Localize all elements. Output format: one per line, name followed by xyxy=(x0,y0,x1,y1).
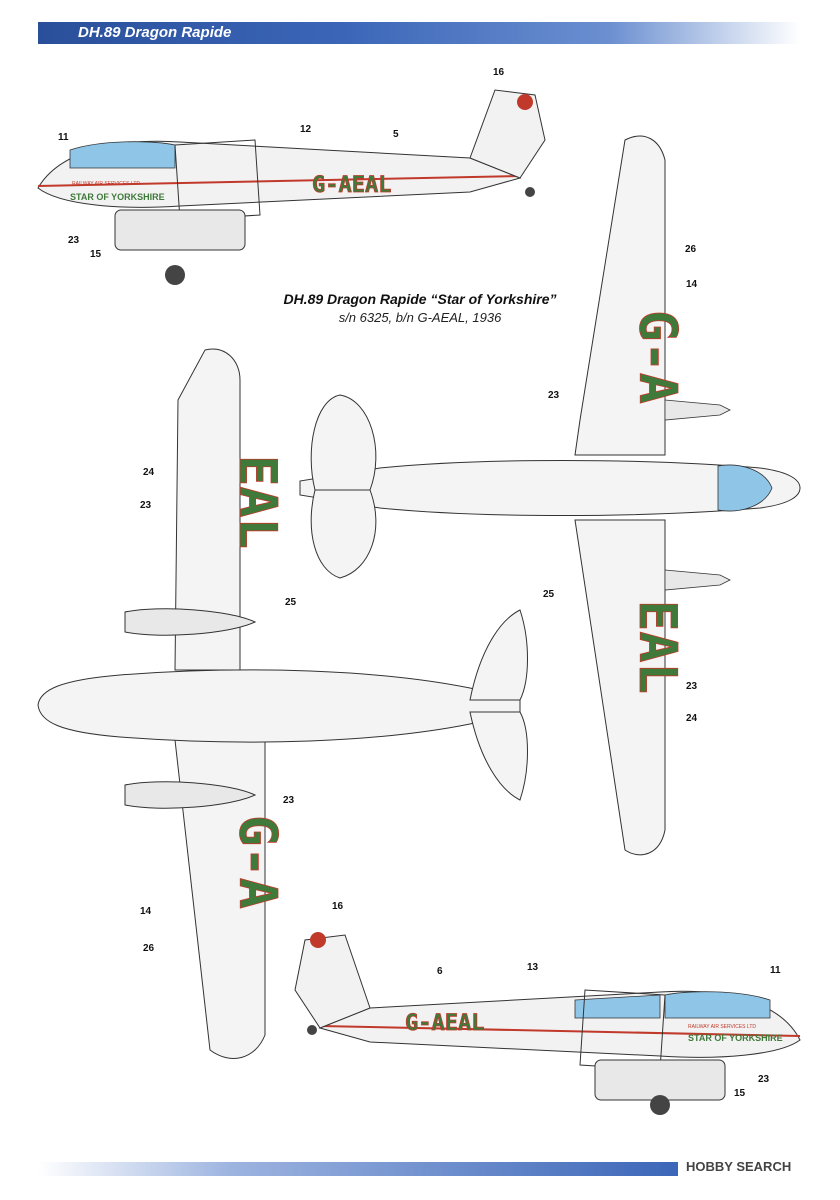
callouts: 16 11 12 5 23 15 26 14 23 24 23 25 25 23… xyxy=(58,67,781,1099)
page-title: DH.89 Dragon Rapide xyxy=(78,24,232,41)
callout-number: 26 xyxy=(685,244,697,255)
top-view-right: G-A EAL xyxy=(299,135,801,856)
callout-number: 11 xyxy=(770,965,781,976)
callout-number: 15 xyxy=(734,1088,746,1099)
callout-number: 5 xyxy=(393,129,399,140)
side-view-registration: G-AEAL xyxy=(312,173,391,198)
callout-number: 11 xyxy=(58,132,69,143)
left-wing-upper-marking: EAL xyxy=(227,455,287,549)
callout-number: 16 xyxy=(493,67,505,78)
footer-bar xyxy=(38,1162,678,1176)
bottom-view-left: EAL G-A xyxy=(37,348,528,1059)
aircraft-name-label-right: STAR OF YORKSHIRE xyxy=(688,1033,783,1043)
callout-number: 23 xyxy=(548,390,560,401)
aircraft-name-label: STAR OF YORKSHIRE xyxy=(70,192,165,202)
side-view-right: G-AEAL RAILWAY AIR SERVICES LTD STAR OF … xyxy=(294,932,801,1115)
callout-number: 26 xyxy=(143,943,155,954)
side-view-left: G-AEAL RAILWAY AIR SERVICES LTD STAR OF … xyxy=(37,89,546,285)
callout-number: 24 xyxy=(143,467,155,478)
callout-number: 16 xyxy=(332,901,344,912)
side-view-right-registration: G-AEAL xyxy=(405,1011,484,1036)
footer-logo: HOBBY SEARCH xyxy=(686,1159,792,1174)
callout-number: 24 xyxy=(686,713,698,724)
callout-number: 12 xyxy=(300,124,312,135)
caption-title: DH.89 Dragon Rapide “Star of Yorkshire” xyxy=(283,291,557,307)
callout-number: 23 xyxy=(68,235,80,246)
header-bar xyxy=(38,22,800,44)
callout-number: 6 xyxy=(437,966,443,977)
right-wing-upper-marking: G-A xyxy=(627,310,687,404)
callout-number: 15 xyxy=(90,249,102,260)
company-label-right: RAILWAY AIR SERVICES LTD xyxy=(688,1024,756,1030)
left-wing-lower-marking: G-A xyxy=(227,815,287,909)
callout-number: 23 xyxy=(758,1074,770,1085)
callout-number: 25 xyxy=(285,597,297,608)
callout-number: 25 xyxy=(543,589,555,600)
callout-number: 23 xyxy=(686,681,698,692)
callout-number: 14 xyxy=(686,279,698,290)
right-wing-lower-marking: EAL xyxy=(627,600,687,694)
callout-number: 23 xyxy=(140,500,152,511)
callout-number: 23 xyxy=(283,795,295,806)
caption-subtitle: s/n 6325, b/n G-AEAL, 1936 xyxy=(338,310,502,325)
callout-number: 14 xyxy=(140,906,152,917)
company-label: RAILWAY AIR SERVICES LTD xyxy=(72,181,140,187)
callout-number: 13 xyxy=(527,962,539,973)
